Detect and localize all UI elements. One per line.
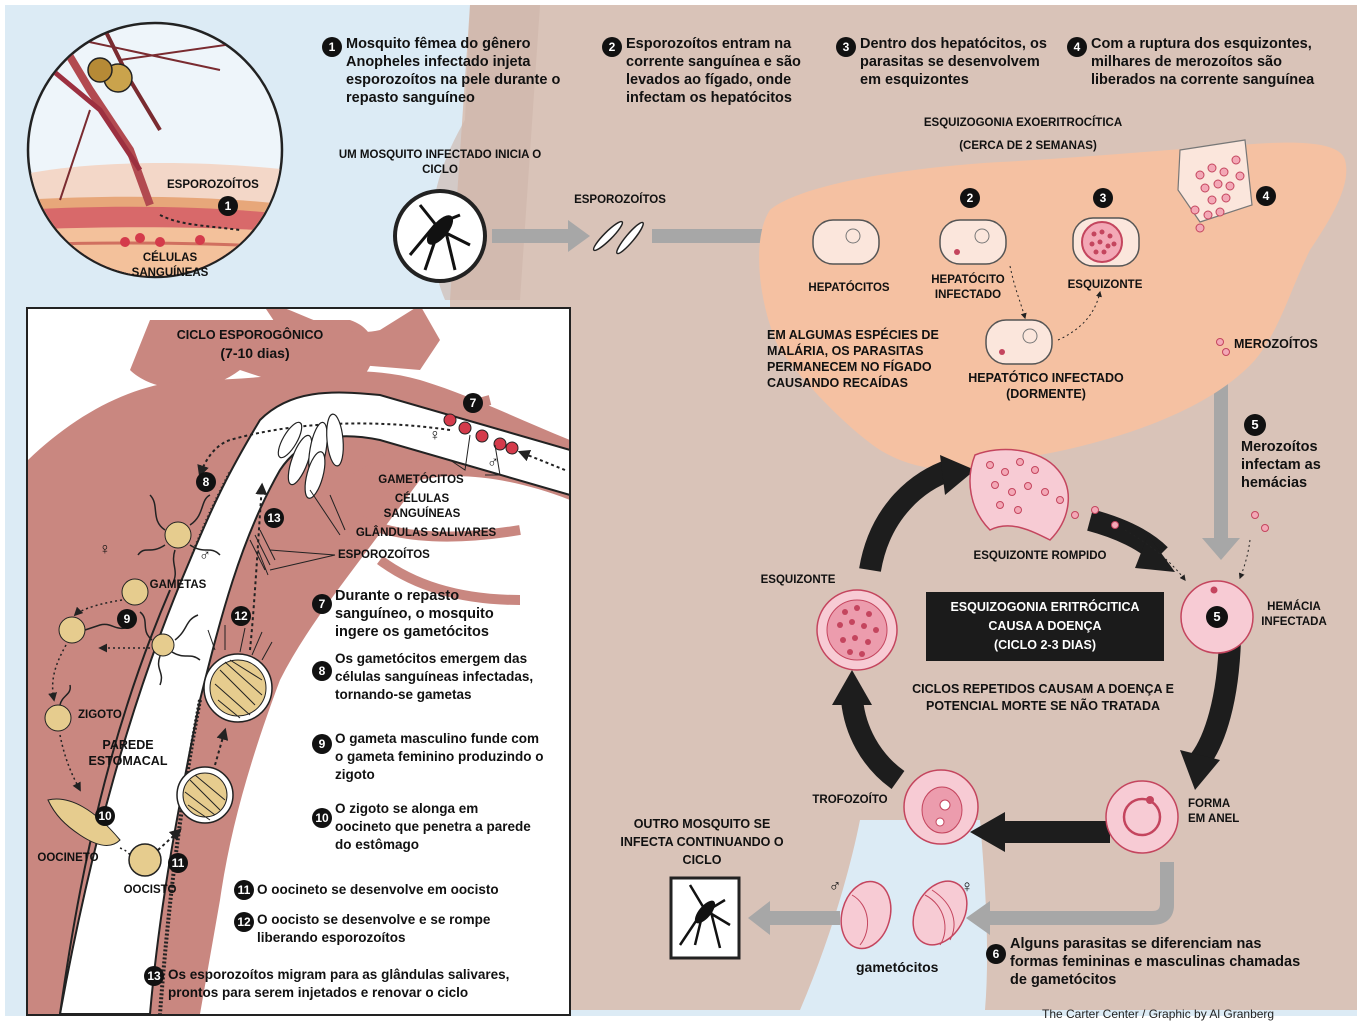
step-4-number: 4	[1067, 37, 1087, 57]
step-7-number: 7	[312, 594, 332, 614]
label-esquizonte-liver: ESQUIZONTE	[1052, 278, 1158, 293]
label-glandulas-salivares: GLÂNDULAS SALIVARES	[336, 526, 516, 541]
label-female-lower: ♀	[958, 879, 976, 894]
marker-1-inset: 1	[218, 196, 238, 216]
label-celulas-sanguineas: CÉLULAS SANGUÍNEAS	[115, 251, 225, 281]
erythrocytic-box: ESQUIZOGONIA ERITRÓCITICA CAUSA A DOENÇA…	[926, 592, 1164, 661]
label-dias-7-10: (7-10 dias)	[210, 344, 300, 362]
step-6-text: Alguns parasitas se diferenciam nas form…	[1010, 935, 1310, 989]
credit: The Carter Center / Graphic by Al Granbe…	[1042, 1007, 1352, 1021]
infected-mosquito-icon	[395, 191, 485, 281]
marker-11-gut: 11	[168, 853, 188, 873]
step-12-number: 12	[234, 912, 254, 932]
label-trofozoito: TROFOZOÍTO	[800, 793, 900, 808]
step-7-text: Durante o repasto sanguíneo, o mosquito …	[335, 587, 535, 641]
label-male-top: ♂	[484, 455, 502, 470]
label-esporozoitos-arrow: ESPOROZOÍTOS	[560, 193, 680, 208]
step-10-number: 10	[312, 808, 332, 828]
label-ciclo-esporogonico: CICLO ESPOROGÔNICO	[160, 328, 340, 343]
step-8-text: Os gametócitos emergem das células sangu…	[335, 650, 561, 704]
marker-3-liver: 3	[1093, 188, 1113, 208]
marker-8-gut: 8	[196, 472, 216, 492]
step-5-text: Merozoítos infectam as hemácias	[1241, 438, 1341, 492]
step-3-number: 3	[836, 37, 856, 57]
marker-5-cycle: 5	[1206, 606, 1228, 628]
step-5-number: 5	[1244, 414, 1266, 436]
step-9-number: 9	[312, 734, 332, 754]
label-recaidas: EM ALGUMAS ESPÉCIES DE MALÁRIA, OS PARAS…	[767, 327, 967, 391]
step-9-text: O gameta masculino funde com o gameta fe…	[335, 730, 545, 784]
label-cerca-2-semanas: (CERCA DE 2 SEMANAS)	[933, 139, 1123, 154]
label-hepatocitos: HEPATÓCITOS	[796, 281, 902, 296]
label-esporozoitos-mos: ESPOROZOÍTOS	[338, 548, 458, 563]
step-8-number: 8	[312, 661, 332, 681]
label-oocineto: OOCINETO	[30, 851, 106, 866]
marker-10-gut: 10	[95, 806, 115, 826]
label-female-gut: ♀	[96, 542, 114, 557]
marker-2-liver: 2	[960, 188, 980, 208]
step-10-text: O zigoto se alonga em oocineto que penet…	[335, 800, 535, 854]
label-male-gut: ♂	[196, 548, 214, 563]
label-merozoitos: MEROZOÍTOS	[1234, 337, 1334, 352]
step-13-text: Os esporozoítos migram para as glândulas…	[168, 966, 558, 1002]
label-forma-anel: FORMA EM ANEL	[1188, 797, 1248, 827]
label-female-top: ♀	[426, 428, 444, 443]
other-mosquito-icon	[671, 878, 739, 958]
step-6-number: 6	[986, 944, 1006, 964]
label-oocisto: OOCISTO	[115, 883, 185, 898]
label-hepatotico-dormente: HEPATÓTICO INFECTADO (DORMENTE)	[956, 370, 1136, 402]
marker-9-gut: 9	[117, 609, 137, 629]
label-hepatocito-infectado: HEPATÓCITO INFECTADO	[918, 273, 1018, 303]
label-hemacia-infectada: HEMÁCIA INFECTADA	[1256, 600, 1332, 630]
step-12-text: O oocisto se desenvolve e se rompe liber…	[257, 911, 537, 947]
label-ciclos-repetidos: CICLOS REPETIDOS CAUSAM A DOENÇA E POTEN…	[890, 681, 1196, 715]
label-esporozoitos-inset: ESPOROZOÍTOS	[167, 178, 285, 193]
erythro-box-line3: (CICLO 2-3 DIAS)	[930, 636, 1160, 655]
label-gametocitos-lower: gametócitos	[856, 958, 966, 976]
step-1-text: Mosquito fêmea do gênero Anopheles infec…	[346, 35, 586, 107]
label-celulas-sanguineas-2: CÉLULAS SANGUÍNEAS	[370, 492, 474, 522]
erythro-box-line1: ESQUIZOGONIA ERITRÓCITICA	[930, 598, 1160, 617]
marker-7-gut: 7	[463, 393, 483, 413]
step-1-number: 1	[322, 37, 342, 57]
label-esquizonte-cycle: ESQUIZONTE	[748, 573, 848, 588]
label-gametas: GAMETAS	[140, 578, 216, 593]
label-esquizogonia-exo: ESQUIZOGONIA EXOERITROCÍTICA	[903, 116, 1143, 131]
label-outro-mosquito: OUTRO MOSQUITO SE INFECTA CONTINUANDO O …	[612, 815, 792, 869]
step-13-number: 13	[144, 966, 164, 986]
step-3-text: Dentro dos hepatócitos, os parasitas se …	[860, 35, 1056, 89]
label-male-lower: ♂	[826, 878, 844, 893]
marker-4-liver: 4	[1256, 186, 1276, 206]
label-zigoto: ZIGOTO	[78, 708, 138, 723]
step-2-number: 2	[602, 37, 622, 57]
label-gametocitos-upper: GAMETÓCITOS	[366, 473, 476, 488]
step-11-text: O oocineto se desenvolve em oocisto	[257, 881, 557, 899]
marker-13-gut: 13	[264, 508, 284, 528]
marker-12-gut: 12	[231, 606, 251, 626]
label-parede-estomacal: PAREDE ESTOMACAL	[82, 737, 174, 769]
step-2-text: Esporozoítos entram na corrente sanguíne…	[626, 35, 830, 107]
step-11-number: 11	[234, 880, 254, 900]
label-mosquito-inicia: UM MOSQUITO INFECTADO INICIA O CICLO	[335, 148, 545, 178]
step-4-text: Com a ruptura dos esquizontes, milhares …	[1091, 35, 1349, 89]
label-esquizonte-rompido: ESQUIZONTE ROMPIDO	[950, 549, 1130, 564]
erythro-box-line2: CAUSA A DOENÇA	[930, 617, 1160, 636]
